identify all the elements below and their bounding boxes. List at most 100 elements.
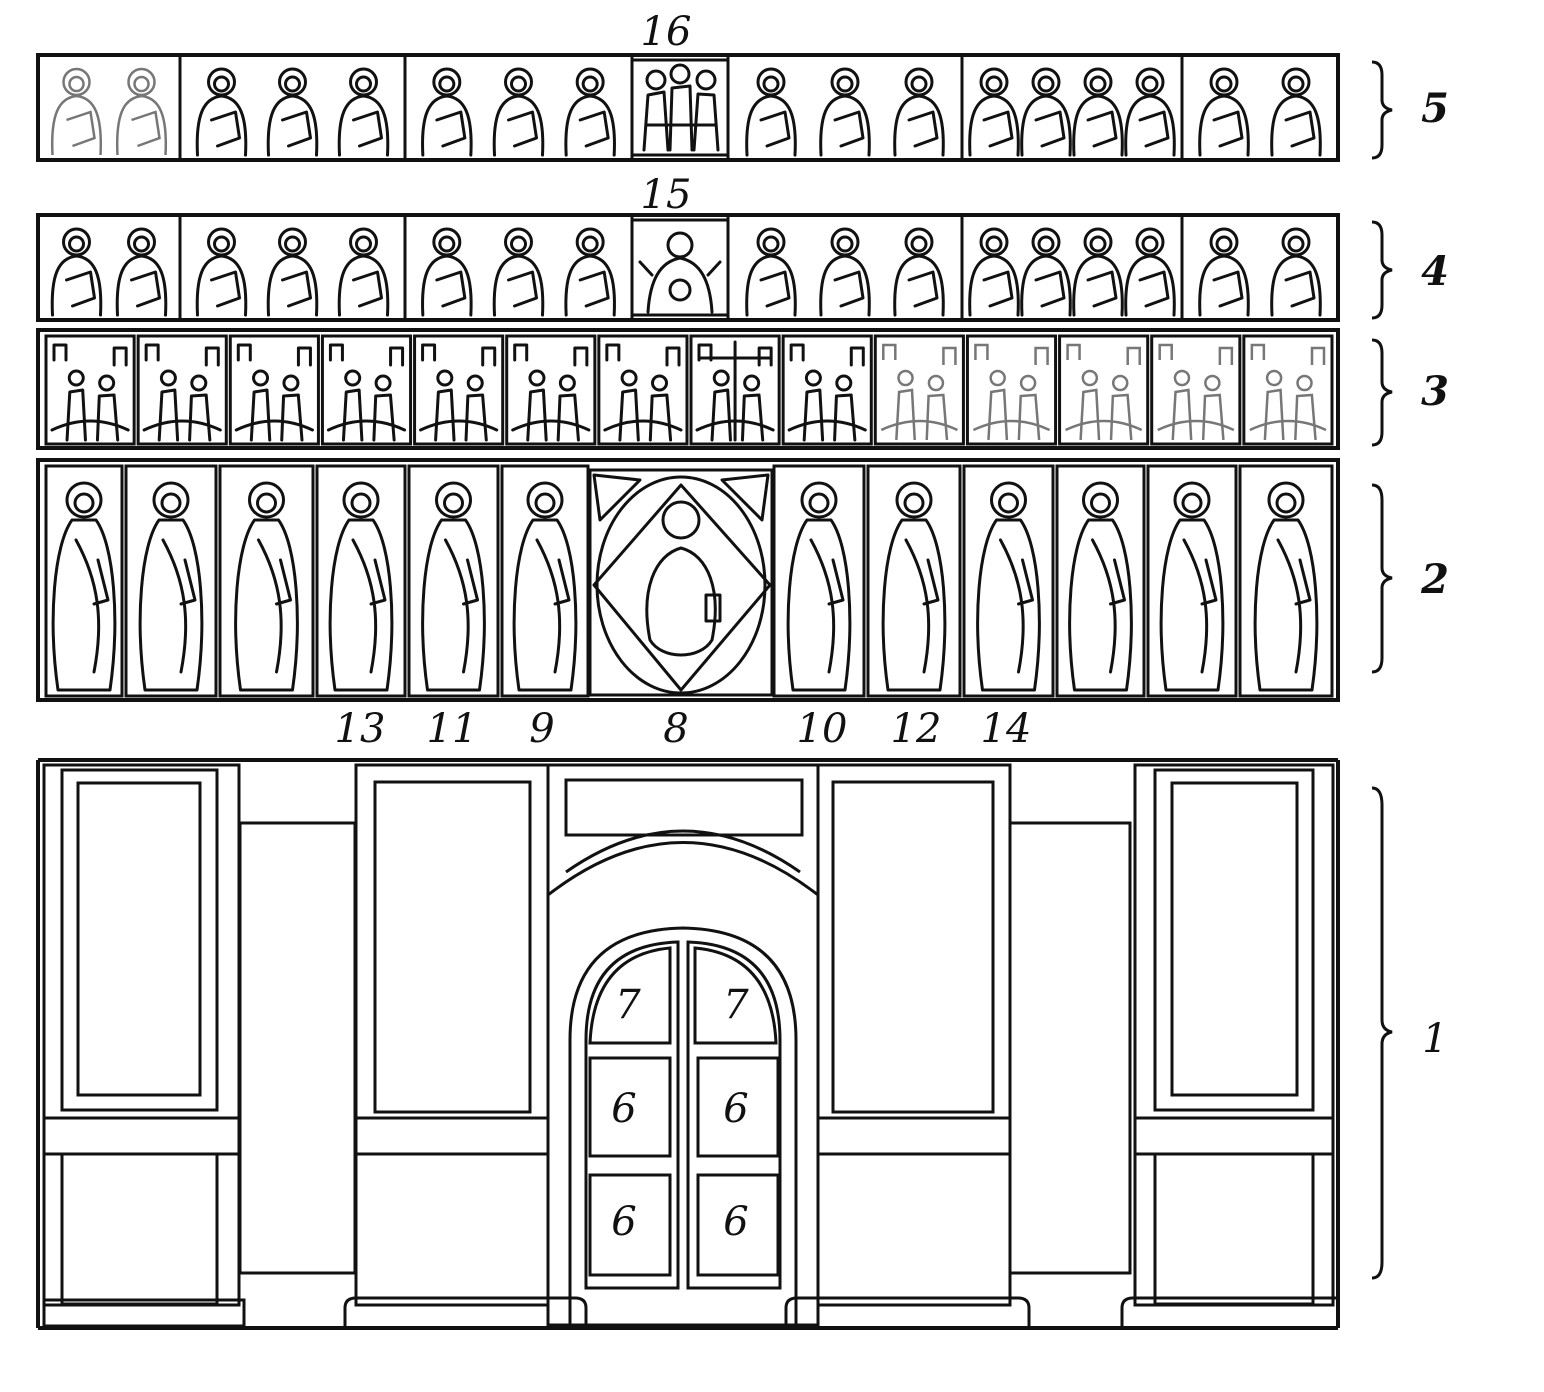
feast-scene — [1242, 334, 1334, 446]
door-label-lower-right: 6 — [723, 1199, 748, 1245]
tier-4-figures — [50, 227, 1322, 317]
right-deacon-door — [1008, 821, 1132, 1275]
saint-figure — [968, 67, 1020, 157]
tier-3-row — [36, 328, 1340, 450]
deesis-saint — [1055, 464, 1146, 698]
label-11: 11 — [427, 706, 478, 752]
saint-figure — [50, 67, 103, 156]
tier-4-row — [36, 213, 1340, 322]
saint-figure — [893, 67, 945, 157]
tier-label-4: 4 — [1421, 248, 1449, 295]
feast-scene — [873, 334, 965, 446]
right-center-pier — [784, 763, 1031, 1328]
door-label-middle-right: 6 — [723, 1086, 748, 1132]
saint-figure — [492, 227, 545, 317]
trinity-icon — [630, 58, 730, 157]
christ-in-glory-icon — [588, 468, 774, 697]
saint-figure — [968, 227, 1020, 317]
label-16: 16 — [641, 9, 692, 55]
tier-5-figures — [50, 67, 1322, 157]
label-14: 14 — [981, 706, 1032, 752]
label-9: 9 — [529, 706, 554, 752]
feast-scene — [320, 334, 413, 446]
saint-figure — [745, 67, 797, 157]
left-deacon-door — [238, 821, 357, 1275]
tier-5-row — [36, 53, 1340, 162]
saint-figure — [564, 67, 616, 157]
feast-scene — [1058, 334, 1150, 446]
deesis-saint — [407, 464, 500, 698]
saint-figure — [564, 227, 616, 317]
saint-figure — [337, 227, 390, 317]
deesis-saint — [218, 464, 315, 698]
feast-scene — [689, 334, 781, 446]
deesis-saint — [315, 464, 407, 698]
saint-figure — [421, 67, 473, 157]
saint-figure — [266, 67, 319, 157]
tier-2-frame — [36, 458, 1340, 702]
saint-figure — [1198, 227, 1250, 317]
feast-scene — [1150, 334, 1242, 446]
left-pier — [42, 763, 246, 1328]
saint-figure — [1270, 227, 1322, 317]
door-label-arch-left: 7 — [615, 982, 641, 1028]
label-12: 12 — [891, 706, 942, 752]
door-label-lower-left: 6 — [611, 1199, 636, 1245]
saint-figure — [1020, 67, 1072, 157]
saint-figure — [819, 227, 871, 317]
label-15: 15 — [641, 172, 692, 218]
right-pier — [1120, 763, 1338, 1328]
tier-braces — [1371, 60, 1393, 1280]
tier-3-feast-scenes — [44, 334, 1334, 446]
feast-scene — [505, 334, 597, 446]
saint-figure — [1020, 227, 1072, 317]
saint-figure — [492, 67, 545, 157]
tier-4-frame — [36, 213, 1340, 322]
feast-scene — [44, 334, 136, 446]
tier-2-deesis-icons — [44, 464, 1334, 698]
saint-figure — [745, 227, 797, 317]
saint-figure — [50, 227, 103, 317]
saint-figure — [195, 67, 248, 157]
feast-scene — [965, 334, 1058, 446]
saint-figure — [421, 227, 473, 317]
tier-label-1: 1 — [1422, 1016, 1447, 1062]
tier-label-3: 3 — [1421, 368, 1449, 415]
deesis-saint — [500, 464, 590, 698]
saint-figure — [1072, 227, 1124, 317]
feast-scene — [597, 334, 689, 446]
saint-figure — [337, 67, 390, 157]
deesis-saint — [962, 464, 1055, 698]
feast-scene — [781, 334, 873, 446]
deesis-saint — [1238, 464, 1334, 698]
saint-figure — [1198, 67, 1250, 157]
deesis-saint — [866, 464, 962, 698]
royal-doors: 7 7 6 6 6 6 — [568, 926, 798, 1325]
saint-figure — [115, 227, 168, 317]
tier-2-row — [36, 458, 1340, 702]
saint-figure — [893, 227, 945, 317]
door-label-middle-left: 6 — [611, 1086, 636, 1132]
feast-scene — [136, 334, 228, 446]
virgin-of-sign-icon — [630, 218, 730, 317]
saint-figure — [266, 227, 319, 317]
tier-5-dividers — [178, 55, 1184, 160]
tier-1-local-row: 7 7 6 6 6 6 — [36, 758, 1340, 1330]
feast-scene — [228, 334, 320, 446]
saint-figure — [1270, 67, 1322, 157]
deesis-saint — [1146, 464, 1238, 698]
tier-4-dividers — [178, 215, 1184, 320]
label-10: 10 — [797, 706, 848, 752]
deesis-saint — [124, 464, 218, 698]
saint-figure — [195, 227, 248, 317]
saint-figure — [1124, 227, 1176, 317]
deesis-saint — [44, 464, 124, 698]
deesis-saint — [772, 464, 866, 698]
saint-figure — [1072, 67, 1124, 157]
saint-figure — [819, 67, 871, 157]
door-label-arch-right: 7 — [723, 982, 749, 1028]
tier-5-frame — [36, 53, 1340, 162]
saint-figure — [1124, 67, 1176, 157]
tier-3-frame — [36, 328, 1340, 450]
